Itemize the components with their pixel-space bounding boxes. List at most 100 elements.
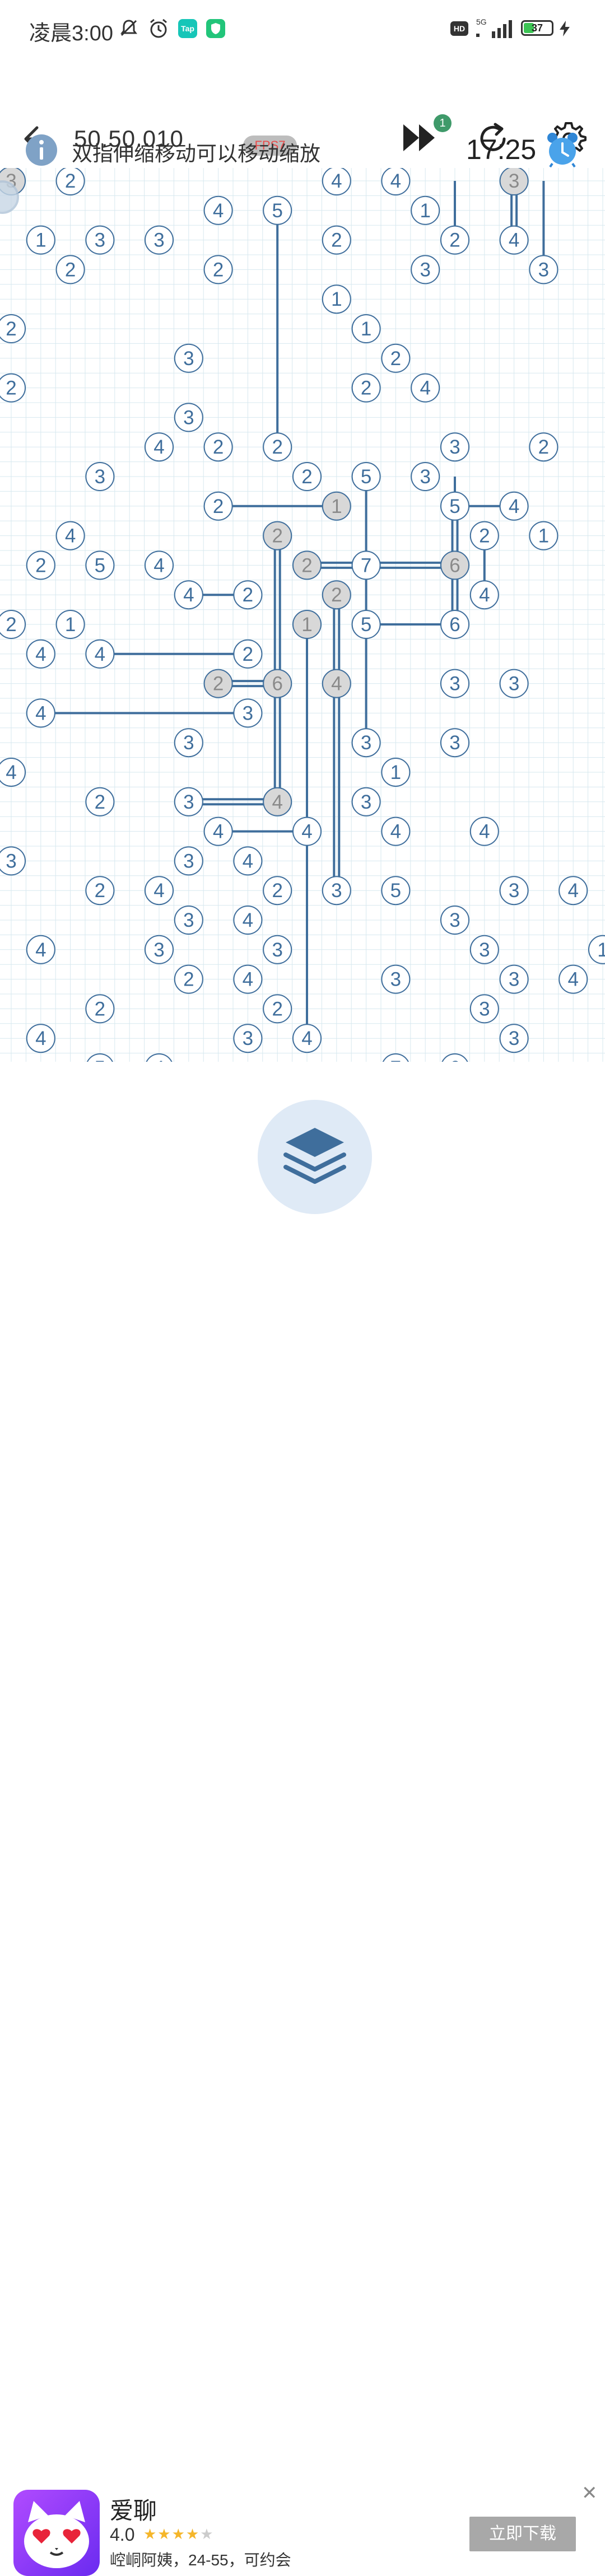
- island-node[interactable]: 4: [26, 935, 55, 964]
- island-node[interactable]: 4: [559, 964, 588, 994]
- island-node[interactable]: 4: [55, 521, 85, 550]
- island-node[interactable]: 2: [0, 373, 26, 403]
- island-node[interactable]: 2: [203, 432, 233, 462]
- island-node[interactable]: 7: [351, 550, 381, 580]
- island-node[interactable]: 3: [322, 876, 351, 906]
- island-node[interactable]: 2: [263, 994, 292, 1024]
- island-node[interactable]: 3: [499, 1024, 529, 1053]
- island-node[interactable]: 1: [381, 758, 411, 787]
- island-node[interactable]: 2: [55, 255, 85, 284]
- island-node[interactable]: 3: [411, 462, 440, 491]
- island-node[interactable]: 3: [351, 787, 381, 816]
- island-node[interactable]: 3: [174, 906, 203, 935]
- island-node-complete[interactable]: 4: [322, 669, 351, 698]
- ad-app-name[interactable]: 爱聊: [110, 2498, 157, 2524]
- island-node[interactable]: 4: [292, 1024, 322, 1053]
- island-node[interactable]: 6: [440, 610, 469, 639]
- layers-button[interactable]: [258, 1100, 372, 1214]
- island-node[interactable]: 2: [263, 876, 292, 906]
- ad-banner[interactable]: 爱聊 4.0 ★★★★★ 崆峒阿姨，24-55，可约会 立即下载 ✕: [0, 1238, 605, 2576]
- island-node[interactable]: 5: [351, 610, 381, 639]
- island-node[interactable]: 5: [381, 876, 411, 906]
- island-node[interactable]: 1: [26, 225, 55, 255]
- island-node[interactable]: 3: [440, 432, 469, 462]
- island-node[interactable]: 3: [85, 462, 115, 491]
- island-node[interactable]: 4: [233, 906, 263, 935]
- island-node[interactable]: 3: [263, 935, 292, 964]
- island-node[interactable]: 3: [174, 343, 203, 373]
- ad-app-icon[interactable]: [13, 2490, 100, 2576]
- island-node[interactable]: 6: [441, 1053, 469, 1062]
- island-node[interactable]: 4: [174, 580, 203, 610]
- island-node[interactable]: 3: [351, 728, 381, 758]
- island-node[interactable]: 2: [85, 787, 115, 816]
- refresh-icon[interactable]: [476, 121, 512, 157]
- island-node[interactable]: 1: [322, 284, 351, 314]
- island-node[interactable]: 4: [233, 964, 263, 994]
- island-node-complete[interactable]: 6: [440, 550, 469, 580]
- island-node[interactable]: 3: [529, 255, 559, 284]
- island-node[interactable]: 2: [351, 373, 381, 403]
- island-node[interactable]: 4: [145, 432, 174, 462]
- island-node[interactable]: 3: [440, 728, 469, 758]
- island-node[interactable]: 2: [263, 432, 292, 462]
- island-node[interactable]: 3: [233, 1024, 263, 1053]
- island-node[interactable]: 3: [440, 669, 469, 698]
- island-node[interactable]: 2: [85, 994, 115, 1024]
- island-node-complete[interactable]: 2: [322, 580, 351, 610]
- island-node[interactable]: 4: [499, 491, 529, 521]
- island-node[interactable]: 3: [85, 225, 115, 255]
- island-node[interactable]: 4: [145, 876, 174, 906]
- island-node[interactable]: 4: [85, 639, 115, 669]
- island-node[interactable]: 1: [55, 610, 85, 639]
- island-node-complete[interactable]: 3: [499, 168, 529, 195]
- island-node[interactable]: 3: [469, 935, 499, 964]
- island-node[interactable]: 2: [440, 225, 469, 255]
- island-node[interactable]: 3: [0, 846, 26, 876]
- island-node[interactable]: 2: [203, 491, 233, 521]
- island-node-complete[interactable]: 2: [203, 669, 233, 698]
- island-node[interactable]: 7: [381, 1053, 409, 1062]
- island-node[interactable]: 3: [174, 846, 203, 876]
- island-node[interactable]: 3: [499, 669, 529, 698]
- island-node[interactable]: 3: [499, 876, 529, 906]
- island-node[interactable]: 5: [440, 491, 469, 521]
- island-node[interactable]: 3: [499, 964, 529, 994]
- island-node[interactable]: 2: [322, 225, 351, 255]
- island-node[interactable]: 4: [381, 816, 411, 846]
- island-node[interactable]: 2: [469, 521, 499, 550]
- island-node[interactable]: 3: [174, 787, 203, 816]
- island-node[interactable]: 4: [292, 816, 322, 846]
- island-node[interactable]: 4: [559, 876, 588, 906]
- island-node[interactable]: 4: [499, 225, 529, 255]
- island-node[interactable]: 4: [0, 758, 26, 787]
- island-node[interactable]: 4: [233, 846, 263, 876]
- island-node-complete[interactable]: 1: [322, 491, 351, 521]
- island-node[interactable]: 3: [469, 994, 499, 1024]
- island-node-complete[interactable]: 1: [292, 610, 322, 639]
- island-node[interactable]: 2: [292, 462, 322, 491]
- island-node[interactable]: 5: [351, 462, 381, 491]
- island-node[interactable]: 4: [469, 580, 499, 610]
- island-node[interactable]: 4: [26, 1024, 55, 1053]
- island-node[interactable]: 4: [411, 373, 440, 403]
- island-node[interactable]: 2: [233, 639, 263, 669]
- island-node[interactable]: 5: [85, 550, 115, 580]
- island-node-complete[interactable]: 6: [263, 669, 292, 698]
- island-node[interactable]: 2: [55, 168, 85, 195]
- island-node[interactable]: 2: [26, 550, 55, 580]
- island-node[interactable]: 3: [174, 403, 203, 432]
- island-node[interactable]: 4: [145, 1053, 173, 1062]
- island-node[interactable]: 4: [26, 639, 55, 669]
- island-node[interactable]: 2: [174, 964, 203, 994]
- island-node[interactable]: 3: [440, 906, 469, 935]
- island-node[interactable]: 4: [145, 550, 174, 580]
- island-node-complete[interactable]: 2: [263, 521, 292, 550]
- island-node[interactable]: 2: [529, 432, 559, 462]
- island-node[interactable]: 2: [203, 255, 233, 284]
- island-node[interactable]: 4: [381, 168, 411, 195]
- island-node[interactable]: 3: [411, 255, 440, 284]
- island-node[interactable]: 3: [145, 225, 174, 255]
